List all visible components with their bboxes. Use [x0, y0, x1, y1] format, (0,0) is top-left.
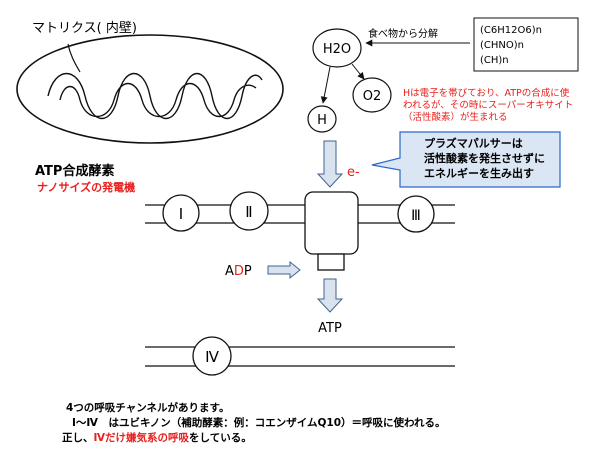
channel-3-circle [397, 195, 435, 233]
callout-line-3: エネルギーを生み出す [424, 166, 534, 180]
matrix-fold-inner [59, 82, 257, 118]
matrix-ellipse [16, 34, 284, 144]
channel-2-label: Ⅱ [245, 203, 252, 221]
bottom-note-line-3-red: Ⅳだけ嫌気系の呼吸 [94, 431, 190, 444]
matrix-group: マトリクス( 内壁) [16, 20, 284, 144]
bottom-note-line-3-prefix: 正し、 [62, 432, 94, 444]
channel-4-label: Ⅳ [205, 348, 219, 366]
h-label: H [317, 113, 327, 128]
adp-a: A [225, 264, 234, 279]
channel-1-label: Ⅰ [179, 205, 183, 223]
molecules-group: 食べ物から分解 (C6H12O6)n (CHNO)n (CH)n H2O O2 … [307, 17, 579, 133]
o2-circle [352, 77, 392, 113]
channel-1-circle [162, 194, 200, 232]
h2o-to-h-arrow [320, 66, 331, 104]
h2o-label: H2O [323, 42, 351, 57]
food-formula-3: (CH)n [480, 55, 509, 66]
atp-synthase-subtitle: ナノサイズの発電機 [37, 180, 135, 194]
food-decomposition-note: 食べ物から分解 [368, 27, 438, 40]
food-formula-2: (CHNO)n [480, 40, 524, 51]
h-circle [307, 105, 337, 133]
atp-synthase-stalk [317, 253, 345, 271]
bottom-note-line-2: Ⅰ～Ⅳ はユビキノン（補助酵素：例：コエンザイムQ10）＝呼吸に使われる。 [72, 416, 446, 429]
adp-arrow [267, 260, 301, 280]
channel-4-circle [192, 336, 232, 376]
electron-note-line-3: （活性酸素）が生まれる [403, 111, 508, 123]
matrix-fold-outer [47, 72, 263, 120]
bottom-notes: 4つの呼吸チャンネルがあります。 Ⅰ～Ⅳ はユビキノン（補助酵素：例：コエンザイ… [62, 401, 446, 444]
bottom-note-line-1: 4つの呼吸チャンネルがあります。 [66, 401, 229, 414]
callout-line-2: 活性酸素を発生させずに [424, 151, 545, 165]
electron-note: Hは電子を帯びており、ATPの合成に使 われるが、その時にスーパーオキサイト （… [403, 87, 573, 123]
o2-label: O2 [363, 89, 382, 104]
atp-down-arrow [316, 278, 344, 313]
callout-line-1: プラズマパルサーは [424, 136, 523, 150]
electron-note-line-2: われるが、その時にスーパーオキサイト [403, 99, 573, 111]
atp-synthase-body [304, 191, 359, 255]
atp-synthase-title: ATP合成酵素 [35, 163, 114, 179]
food-box [473, 17, 579, 72]
adp-label: ADP [225, 264, 252, 279]
channel-3-label: Ⅲ [411, 208, 421, 224]
electron-note-line-1: Hは電子を帯びており、ATPの合成に使 [403, 87, 570, 99]
electron-down-arrow [316, 140, 344, 188]
bottom-note-line-3: 正し、Ⅳだけ嫌気系の呼吸をしている。 [62, 431, 252, 444]
atp-label: ATP [318, 321, 342, 336]
matrix-pointer [67, 43, 81, 73]
h2o-to-o2-arrow [351, 63, 365, 80]
callout-bubble [371, 131, 561, 188]
electron-label: e- [347, 165, 360, 180]
membrane-lower: Ⅳ [145, 336, 455, 376]
matrix-label: マトリクス( 内壁) [32, 20, 137, 36]
channel-2-circle [229, 191, 269, 231]
plasma-pulser-callout: プラズマパルサーは 活性酸素を発生させずに エネルギーを生み出す [371, 131, 561, 188]
membrane: Ⅰ Ⅱ Ⅲ [145, 191, 455, 271]
adp-p: P [244, 264, 252, 279]
bottom-note-line-3-suffix: をしている。 [189, 432, 252, 444]
h2o-circle [312, 28, 362, 68]
food-formula-1: (C6H12O6)n [480, 25, 542, 36]
adp-d: D [234, 264, 244, 279]
